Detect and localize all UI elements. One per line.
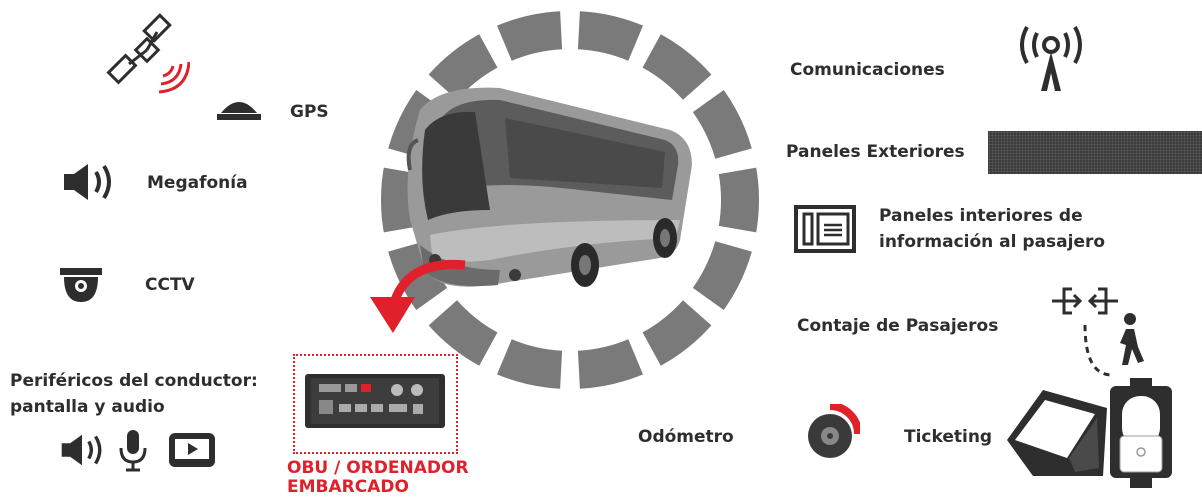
ring-segment <box>497 339 563 389</box>
ring-segment <box>642 34 712 101</box>
perifericos-label-line2: pantalla y audio <box>10 397 165 417</box>
satellite-icon <box>106 13 190 94</box>
odometer-icon <box>808 404 860 458</box>
contaje-label: Contaje de Pasajeros <box>797 316 999 336</box>
ring-segment <box>577 339 643 389</box>
ticket-machine-icon <box>1007 390 1107 476</box>
speaker-icon <box>64 164 111 200</box>
speaker-icon <box>61 434 102 466</box>
obu-unit-icon <box>305 374 445 428</box>
obu-label-line1: OBU / ORDENADOR <box>287 458 469 478</box>
ring-segment <box>381 167 422 233</box>
info-panel-icon <box>794 205 856 253</box>
paneles-interiores-label-line2: información al pasajero <box>879 232 1106 252</box>
ring-segment <box>692 240 752 310</box>
screen-icon <box>169 433 215 467</box>
cctv-label: CCTV <box>145 275 195 295</box>
paneles-interiores-label-line1: Paneles interiores de <box>879 206 1083 226</box>
ring-segment <box>718 167 759 233</box>
ring-segment <box>577 11 643 61</box>
ring-segment <box>428 34 498 101</box>
ring-segment <box>428 299 498 366</box>
megafonia-label: Megafonía <box>147 173 248 193</box>
antenna-tower-icon <box>1020 26 1082 91</box>
ring-segment <box>692 90 752 160</box>
validator-icon <box>1110 378 1172 488</box>
led-panel-icon <box>988 131 1202 174</box>
dome-camera-icon <box>60 268 102 302</box>
odometro-label: Odómetro <box>638 427 734 447</box>
passenger-counter-icon <box>1052 287 1144 377</box>
perifericos-label-line1: Periféricos del conductor: <box>10 371 258 391</box>
ring-segment <box>497 11 563 61</box>
ring-segment <box>642 299 712 366</box>
gps-label: GPS <box>290 102 329 122</box>
gps-dome-icon <box>217 102 261 120</box>
obu-frame <box>293 354 458 454</box>
ticketing-label: Ticketing <box>904 427 993 447</box>
bus-illustration <box>406 87 692 287</box>
obu-label-line2: EMBARCADO <box>287 477 409 497</box>
comunicaciones-label: Comunicaciones <box>790 60 945 80</box>
microphone-icon <box>119 430 147 472</box>
arrow-icon <box>370 259 466 333</box>
paneles-exteriores-label: Paneles Exteriores <box>786 142 965 162</box>
